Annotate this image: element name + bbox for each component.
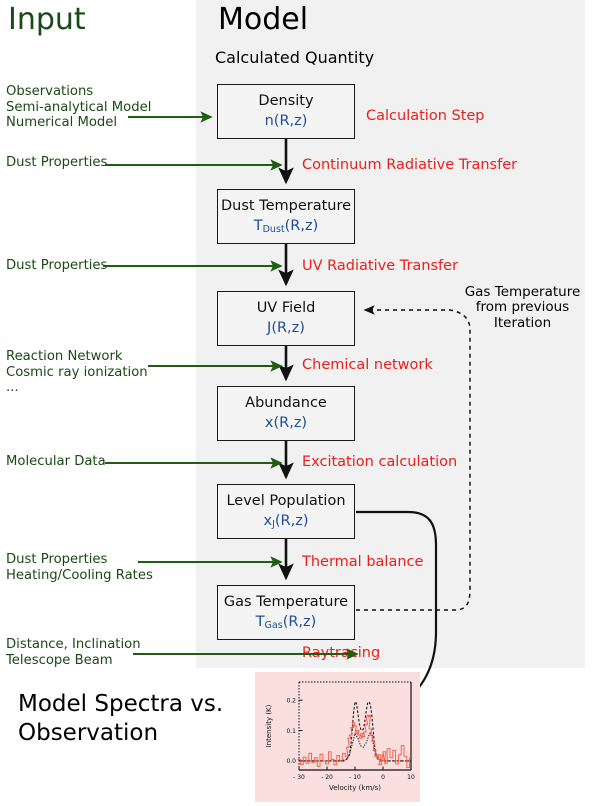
iteration-note: Gas Temperature from previous Iteration [455,284,590,331]
input-label-molecular-data: Molecular Data [6,454,106,470]
node-box-level-population[interactable]: Level Population xJ(R,z) [217,484,355,539]
node-box-dust-temperature[interactable]: Dust Temperature TDust(R,z) [217,189,355,244]
input-heading: Input [8,2,86,37]
input-line: Heating/Cooling Rates [6,567,153,583]
step-label-continuum-radiative-transfer: Continuum Radiative Transfer [302,157,518,173]
step-label-raytracing: Raytracing [302,645,381,661]
node-symbol: TDust(R,z) [253,218,319,236]
x-tick-label: - 10 [349,774,361,781]
node-symbol: J(R,z) [267,320,305,337]
input-label-reaction-network: Reaction Network Cosmic ray ionization .… [6,349,148,396]
node-box-density[interactable]: Density n(R,z) [217,84,355,139]
x-axis-label: Velocity (km/s) [329,784,381,792]
y-axis-label: Intensity (K) [265,704,273,747]
iteration-note-line: from previous [475,299,570,316]
step-label-thermal-balance: Thermal balance [302,554,424,570]
y-tick-label: 0.0 [286,758,296,765]
node-title: Gas Temperature [223,593,349,610]
input-line: Distance, Inclination [6,637,141,652]
calculated-quantity-heading: Calculated Quantity [215,48,375,67]
x-tick-label: 0 [381,774,385,781]
node-title: Level Population [226,492,346,509]
series-model-secondary- [299,730,411,762]
input-line: Numerical Model [6,115,118,131]
input-line: Dust Properties [6,258,108,273]
input-line: Molecular Data [6,454,106,469]
input-line: Dust Properties [6,552,108,567]
node-title: Dust Temperature [220,197,352,214]
input-label-heating-cooling: Dust Properties Heating/Cooling Rates [6,552,153,583]
input-label-dust-properties-1: Dust Properties [6,155,107,171]
input-line: Telescope Beam [6,652,113,668]
node-symbol: TGas(R,z) [255,614,317,632]
bottom-caption: Model Spectra vs. Observation [18,690,223,748]
node-title: UV Field [256,299,316,316]
node-symbol: n(R,z) [264,113,308,130]
node-symbol: xJ(R,z) [263,513,309,531]
iteration-note-line: Iteration [493,314,552,331]
node-symbol: x(R,z) [264,415,308,432]
step-label-excitation-calculation: Excitation calculation [302,454,458,470]
input-line: Dust Properties [6,155,108,170]
input-label-models: Observations Semi-analytical Model Numer… [6,84,151,131]
x-tick-label: - 30 [293,774,305,781]
input-line: Cosmic ray ionization [6,364,148,380]
node-title: Abundance [245,394,327,411]
input-line: ... [6,380,19,396]
input-line: Observations [6,84,94,99]
model-heading: Model [218,2,309,37]
x-tick-label: - 20 [321,774,333,781]
node-box-gas-temperature[interactable]: Gas Temperature TGas(R,z) [217,585,355,640]
input-label-observing-setup: Distance, Inclination Telescope Beam [6,637,141,668]
input-line: Reaction Network [6,349,123,364]
step-label-chemical-network: Chemical network [302,357,433,373]
x-tick-label: 10 [407,774,415,781]
node-box-abundance[interactable]: Abundance x(R,z) [217,386,355,441]
iteration-note-line: Gas Temperature [464,284,581,300]
series-observation [297,714,413,769]
input-label-dust-properties-2: Dust Properties [6,258,107,274]
node-title: Density [258,92,314,109]
input-line: Semi-analytical Model [6,99,152,115]
step-label-uv-radiative-transfer: UV Radiative Transfer [302,258,459,274]
step-label-calculation-step: Calculation Step [366,108,485,124]
bottom-caption-line: Model Spectra vs. [18,691,224,717]
bottom-caption-line: Observation [18,719,159,746]
y-tick-label: 0.1 [286,728,296,735]
node-box-uv-field[interactable]: UV Field J(R,z) [217,291,355,346]
y-tick-label: 0.2 [286,697,296,704]
